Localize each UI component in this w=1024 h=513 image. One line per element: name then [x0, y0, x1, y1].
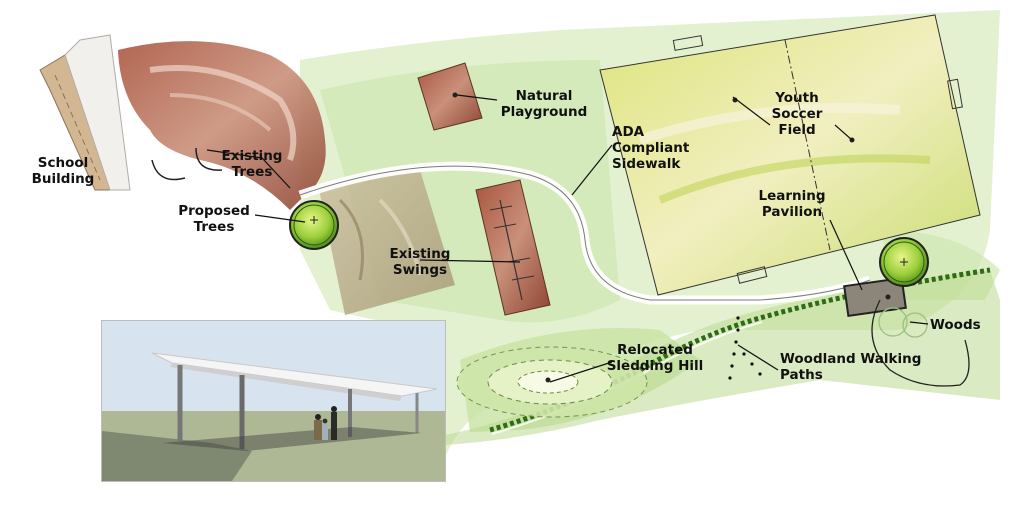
swing-area	[318, 170, 455, 315]
label-ada-sidewalk: ADA Compliant Sidewalk	[612, 124, 690, 172]
label-natural-playground: Natural Playground	[500, 88, 588, 120]
school-building	[39, 34, 131, 191]
proposed-tree-east	[879, 237, 929, 287]
ada-sidewalk	[298, 161, 872, 305]
leader-lines	[206, 94, 929, 383]
label-woods: Woods	[930, 317, 981, 333]
pavilion-rendering	[101, 320, 446, 482]
woods-trees	[871, 299, 970, 387]
label-youth-soccer-field: Youth Soccer Field	[771, 90, 823, 138]
label-relocated-sledding-hill: Relocated Sledding Hill	[606, 342, 704, 374]
label-existing-swings: Existing Swings	[389, 246, 451, 278]
label-existing-trees: Existing Trees	[221, 148, 283, 180]
sledding-hill	[456, 346, 648, 418]
woodland-paths	[728, 316, 762, 380]
label-proposed-trees: Proposed Trees	[178, 203, 250, 235]
label-woodland-walking-paths: Woodland Walking Paths	[780, 351, 922, 383]
proposed-tree-west	[289, 200, 339, 250]
soccer-field	[599, 14, 981, 296]
existing-trees	[151, 147, 223, 181]
label-learning-pavilion: Learning Pavilion	[758, 188, 826, 220]
people-figures	[314, 406, 337, 440]
learning-pavilion	[843, 276, 907, 318]
natural-playground	[417, 62, 483, 131]
landscape-berm	[118, 41, 326, 210]
label-school-building: School Building	[31, 155, 95, 187]
